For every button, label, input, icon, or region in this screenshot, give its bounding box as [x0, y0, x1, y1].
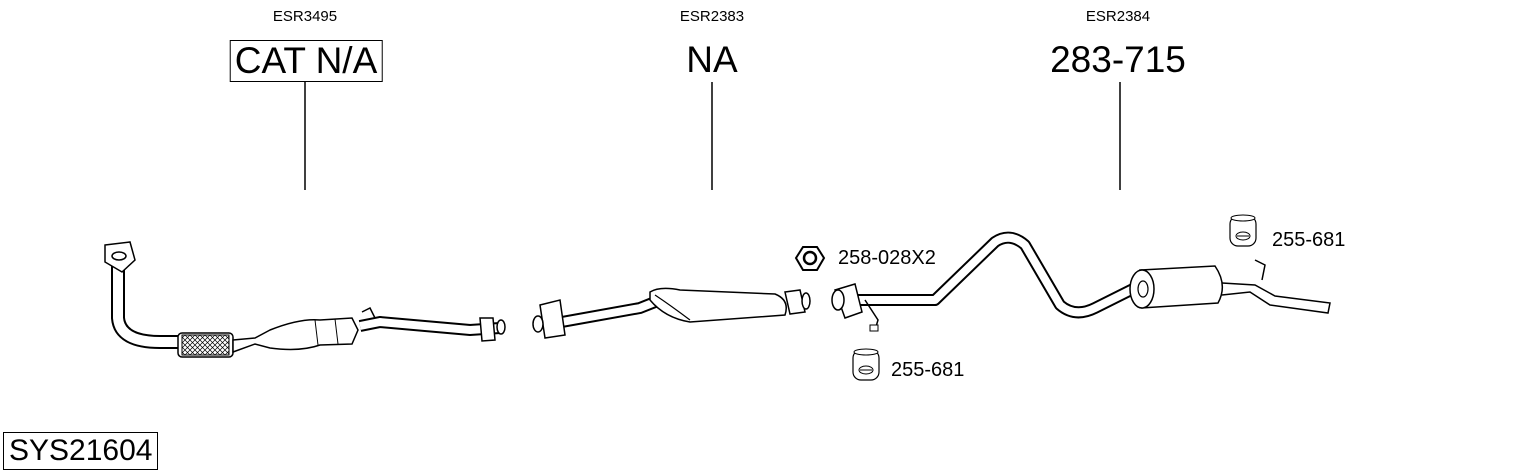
part-number-1: CAT N/A — [229, 40, 383, 82]
hanger-label-2: 255-681 — [1272, 229, 1346, 251]
ref-label-3: ESR2384 — [1085, 8, 1151, 25]
rubber-hanger-icon — [852, 348, 880, 381]
ref-label-2: ESR2383 — [679, 8, 745, 25]
ref-label-1: ESR3495 — [272, 8, 338, 25]
nut-label: 258-028X2 — [838, 247, 936, 269]
nut-icon — [794, 246, 826, 271]
system-id: SYS21604 — [3, 432, 159, 470]
middle-silencer — [532, 287, 811, 339]
rear-silencer — [831, 231, 1331, 332]
front-pipe-catalyst — [104, 241, 506, 358]
rubber-hanger-icon — [1229, 214, 1257, 247]
hanger-label-1: 255-681 — [891, 359, 965, 381]
part-number-3: 283-715 — [1050, 39, 1186, 80]
part-number-2: NA — [686, 39, 738, 80]
